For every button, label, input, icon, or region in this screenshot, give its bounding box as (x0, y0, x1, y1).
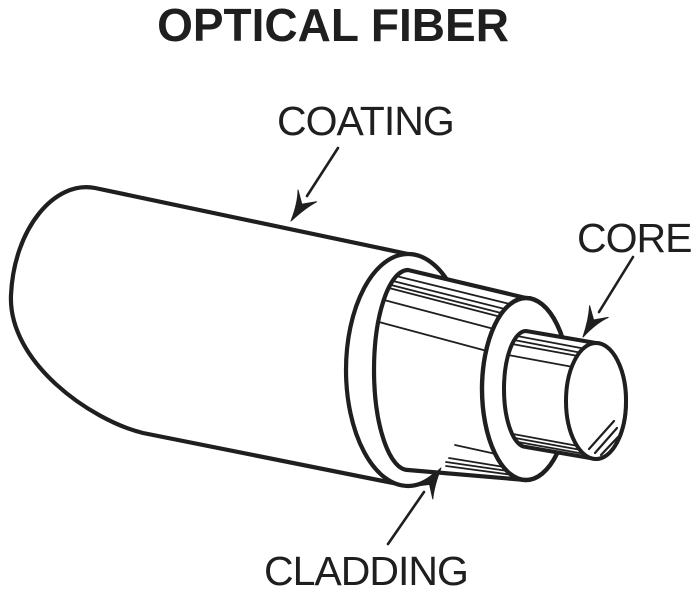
cladding-shading-lines (378, 275, 515, 476)
coating-arrowhead (290, 189, 317, 222)
cladding-label: CLADDING (264, 548, 469, 594)
core-arrow (582, 255, 635, 338)
cladding-arrowhead (414, 467, 442, 500)
core-face-sheen-lines (587, 419, 620, 457)
core-label: CORE (577, 215, 692, 261)
cladding-arrow (386, 467, 442, 546)
core-arrowhead (582, 305, 609, 338)
core-cylinder (502, 329, 628, 461)
core-face (564, 341, 628, 461)
core-shading-lines (507, 335, 587, 455)
diagram-title: OPTICAL FIBER (157, 0, 509, 51)
coating-arrow (290, 146, 340, 222)
coating-label: COATING (277, 98, 455, 144)
